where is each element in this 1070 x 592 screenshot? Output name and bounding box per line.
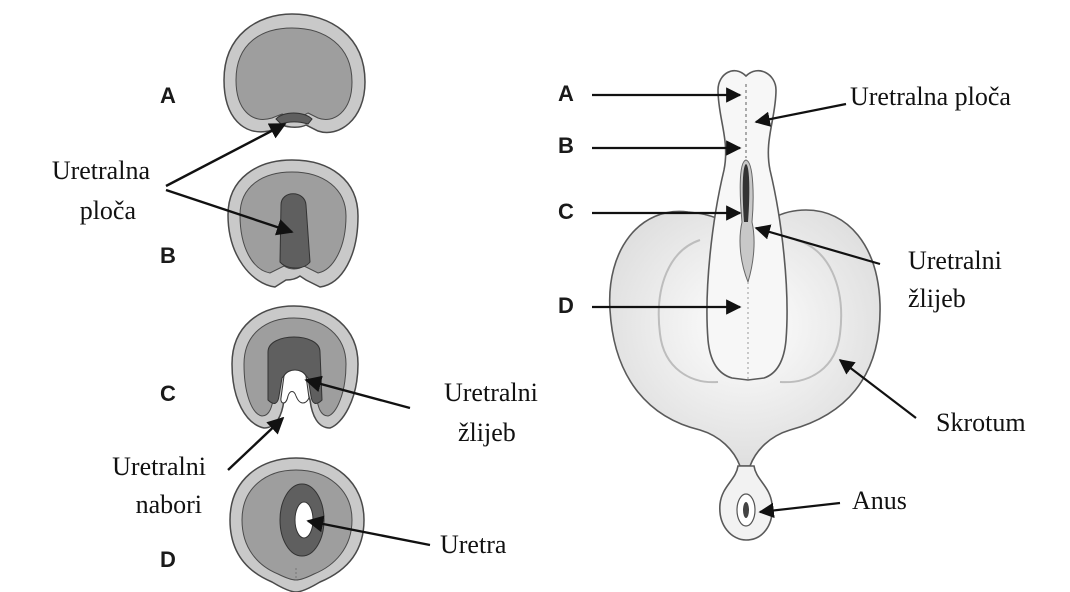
level-letter-a: A: [558, 82, 574, 106]
cross-section-d: [230, 458, 364, 592]
cross-section-a: [224, 14, 365, 132]
label-scrotum: Skrotum: [936, 408, 1026, 438]
level-letter-d: D: [558, 294, 574, 318]
label-urethral-folds-line2: nabori: [60, 490, 202, 520]
label-urethral-groove-right-line2: žlijeb: [908, 284, 966, 314]
cross-section-c: [232, 306, 358, 428]
stage-letter-a: A: [160, 84, 176, 108]
level-letter-b: B: [558, 134, 574, 158]
label-urethral-groove-line1: Uretralni: [444, 378, 538, 408]
label-urethral-folds-line1: Uretralni: [60, 452, 206, 482]
stage-letter-b: B: [160, 244, 176, 268]
stage-letter-d: D: [160, 548, 176, 572]
label-urethral-plate-line2: ploča: [6, 196, 136, 226]
level-letter-c: C: [558, 200, 574, 224]
label-urethra: Uretra: [440, 530, 506, 560]
label-urethral-groove-right-line1: Uretralni: [908, 246, 1002, 276]
stage-letter-c: C: [160, 382, 176, 406]
label-urethral-groove-line2: žlijeb: [458, 418, 516, 448]
label-urethral-plate-line1: Uretralna: [6, 156, 150, 186]
cross-section-b: [228, 160, 358, 287]
genital-illustration: [610, 71, 880, 540]
label-urethral-plate-right: Uretralna ploča: [850, 82, 1011, 112]
label-anus: Anus: [852, 486, 907, 516]
